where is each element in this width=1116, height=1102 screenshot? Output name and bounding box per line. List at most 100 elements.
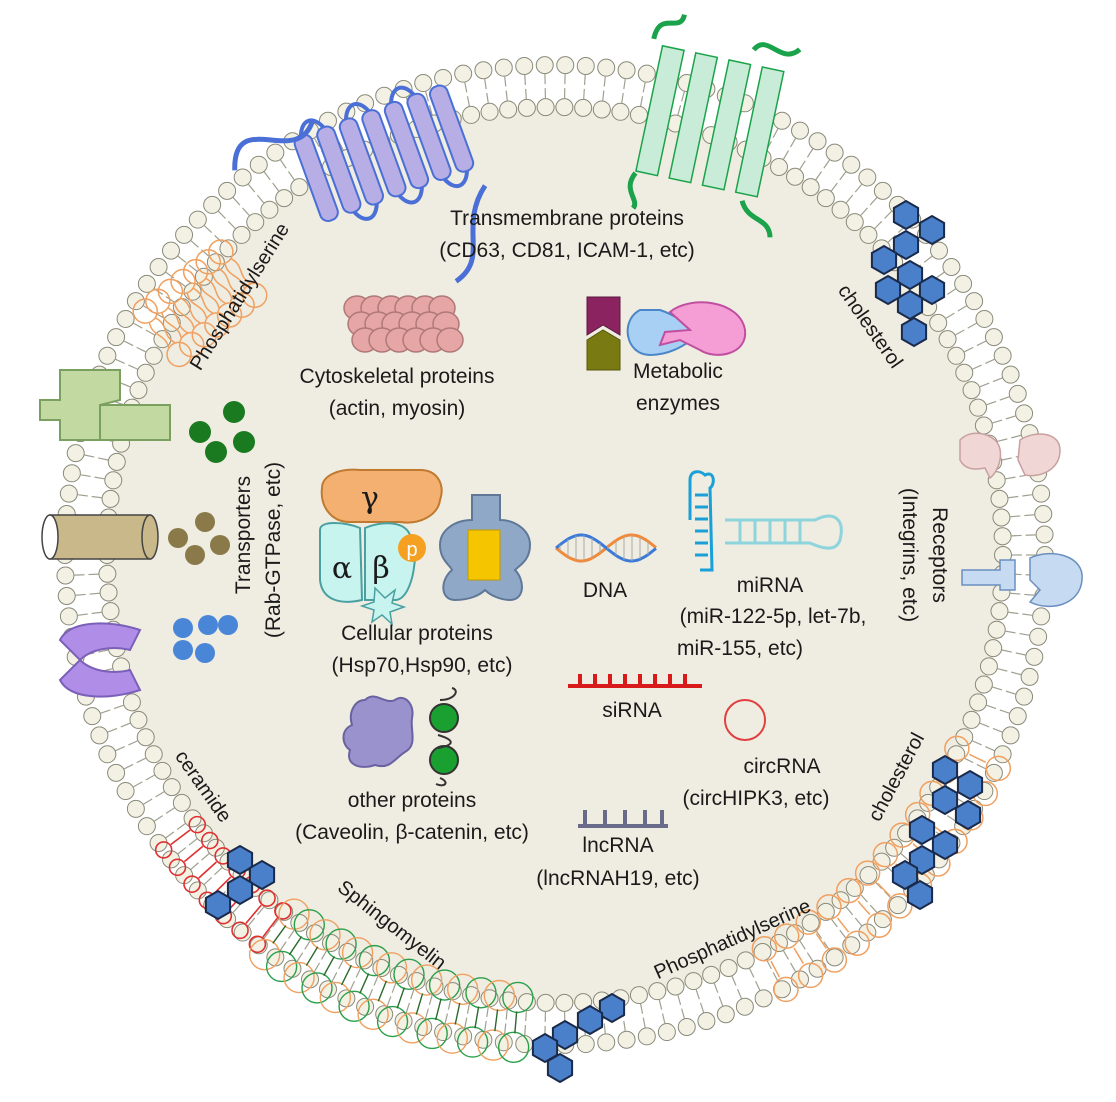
alpha-helix [383,100,430,190]
circrna-ring-icon [724,699,766,741]
lipid-head [888,896,907,915]
lipid-head [98,346,117,365]
lipid-head [414,74,433,93]
hexagon [896,259,924,291]
lipid-head [515,1035,534,1054]
lipid-head [791,121,809,140]
vesicle-lumen [105,105,1005,1005]
lipid-head [107,763,126,782]
hexagon [900,316,928,348]
lipid-head [116,782,135,801]
lipid-head [462,105,481,124]
lipid-head [144,346,163,365]
lipid-head [290,178,309,197]
sirna-duplex-icon [568,674,702,688]
cholesterol-hexagon-icon [870,199,946,348]
lipid-head [801,178,820,197]
hexagon [931,784,959,816]
lipid-head [249,155,268,174]
lipid-head [574,98,593,117]
lipid-head [629,105,648,124]
lipid-head [62,464,81,483]
phospho-label: p [406,539,417,561]
lipid-head [1008,384,1027,403]
lipid-head [702,965,721,984]
lipid-head [974,675,993,694]
lipid-head [517,98,536,117]
lipid-head [597,58,616,77]
hexagon [226,844,254,876]
hexagon [931,829,959,861]
lipid-head [576,56,595,75]
lipid-head [107,328,126,347]
lipid-head [56,566,75,585]
lipid-head [825,143,844,162]
lipid-head [172,793,191,812]
lipid-head [684,972,703,991]
lipid-head [153,761,172,780]
lipid-head [83,707,102,726]
lipid-head [597,1033,616,1052]
cytoskeletal-examples: (actin, myosin) [329,397,466,420]
lipid-head [617,1030,636,1049]
lipid-head [648,982,667,1001]
metabolic-line2: enzymes [636,392,720,415]
beta-catenin-icon [429,687,459,787]
lipid-head [979,657,998,676]
cholesterol-hexagon-icon-right [891,754,984,911]
lipid-head [992,508,1011,527]
hexagon [531,1032,559,1064]
lipid-head [947,346,966,365]
lipid-head [990,602,1009,621]
lipid-head [129,381,148,400]
lipid-head [859,225,878,244]
lipid-head [942,257,961,276]
transporters-line2: (Rab-GTPase, etc) [262,462,285,638]
lipid-head [494,58,513,77]
lipid-head [1035,525,1054,544]
lipid-head [137,817,156,836]
receptors-line2: (Integrins, etc) [898,488,921,622]
lipid-head [555,993,574,1012]
lipid-head [203,195,222,214]
lipid-head [126,292,145,311]
cholesterol-hexagon-icon-bottom [531,992,626,1084]
lipid-head [1029,627,1048,646]
alpha-helix [668,51,719,184]
lipid-head [974,416,993,435]
hexagon [954,799,982,831]
lipid-head [965,292,984,311]
hexagon [892,199,920,231]
lipid-head [126,799,145,818]
lipid-head [233,923,252,942]
sirna-label: siRNA [602,699,662,722]
alpha-subunit-label: α [332,551,352,586]
lipid-head [993,346,1012,365]
lipid-head [697,1012,716,1031]
lipid-head [962,710,981,729]
transmembrane-examples: (CD63, CD81, ICAM-1, etc) [439,239,695,262]
actin-subunit [436,327,464,353]
lipid-head [859,866,878,885]
mirna-title: miRNA [737,574,804,597]
lipid-head [845,213,864,232]
lipid-head [536,993,555,1012]
lipid-head [975,309,994,328]
gamma-subunit-label: γ [361,481,379,516]
lipid-head [107,452,126,471]
lipid-head [394,1012,413,1031]
lipid-head [149,257,168,276]
lipid-head [66,444,85,463]
lipid-head [808,132,827,151]
transmembrane-green-protein-icon [627,13,802,238]
lipid-head [629,986,648,1005]
alpha-helix [734,66,785,198]
lipid-head [136,363,155,382]
lipid-head [816,189,835,208]
lipid-head [735,997,754,1016]
lipid-head [955,363,974,382]
phosphatidylserine-lipids-top [132,239,268,368]
hexagon [892,229,920,261]
receptor-integrin-icon [959,432,1061,480]
